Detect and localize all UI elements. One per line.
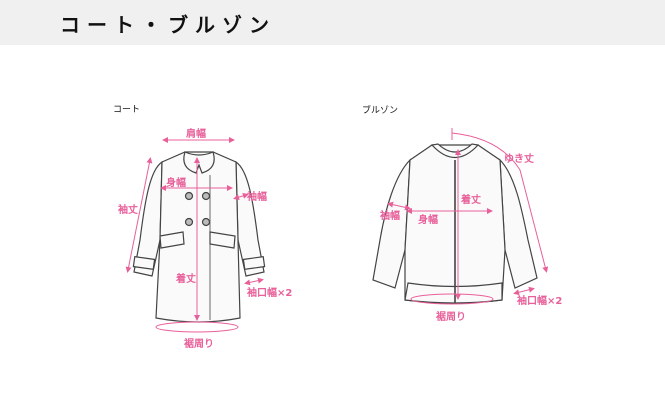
blouson-sleeve-width-arrow [387, 201, 411, 211]
blouson-hem-ellipse [410, 293, 494, 305]
coat-left-pocket [159, 231, 185, 249]
coat-sleeve-length-arrow [125, 157, 153, 273]
coat-button [184, 217, 194, 227]
blouson-measure-lines [387, 128, 549, 305]
blouson-right-sleeve [499, 158, 538, 289]
blouson-hem-label: 裾周り [436, 312, 466, 323]
blouson-illustration [372, 143, 538, 304]
coat-body-width-label: 身幅 [166, 178, 186, 189]
blouson-body-width-label: 身幅 [418, 215, 438, 226]
blouson-hem-band [404, 282, 503, 304]
blouson-collar [430, 143, 480, 159]
coat-length-label: 着丈 [176, 274, 196, 285]
coat-button [201, 191, 211, 201]
coat-button [201, 217, 211, 227]
blouson-section-title: ブルゾン [362, 106, 399, 116]
coat-right-sleeve [235, 160, 265, 277]
blouson-left-sleeve [372, 158, 411, 289]
coat-shoulder-width-label: 肩幅 [186, 129, 206, 140]
coat-button [184, 191, 194, 201]
coat-illustration [132, 151, 266, 323]
coat-cuff-width-arrow [244, 277, 264, 286]
coat-hem-ellipse [155, 321, 239, 333]
coat-sleeve-width-label: 袖幅 [247, 192, 267, 203]
header-bar: コート・ブルゾン [0, 0, 665, 45]
blouson-length-label: 着丈 [461, 195, 481, 206]
coat-section-title: コート [113, 105, 141, 115]
coat-hem-label: 裾周り [184, 339, 214, 350]
coat-sleeve-width-arrow [233, 192, 249, 201]
blouson-cuff-width-label: 袖口幅×2 [517, 296, 563, 307]
coat-sleeve-length-label: 袖丈 [118, 205, 138, 216]
blouson-cuff-width-arrow [513, 286, 535, 296]
coat-left-cuff [132, 255, 156, 271]
blouson-yuki-length-arrow [451, 132, 549, 273]
coat-cuff-width-label: 袖口幅×2 [247, 288, 293, 299]
blouson-yuki-length-label: ゆき丈 [504, 154, 534, 165]
coat-right-cuff [242, 255, 266, 271]
coat-measure-lines [125, 137, 264, 333]
blouson-sleeve-width-label: 袖幅 [380, 211, 400, 222]
page-title: コート・ブルゾン [60, 13, 276, 37]
